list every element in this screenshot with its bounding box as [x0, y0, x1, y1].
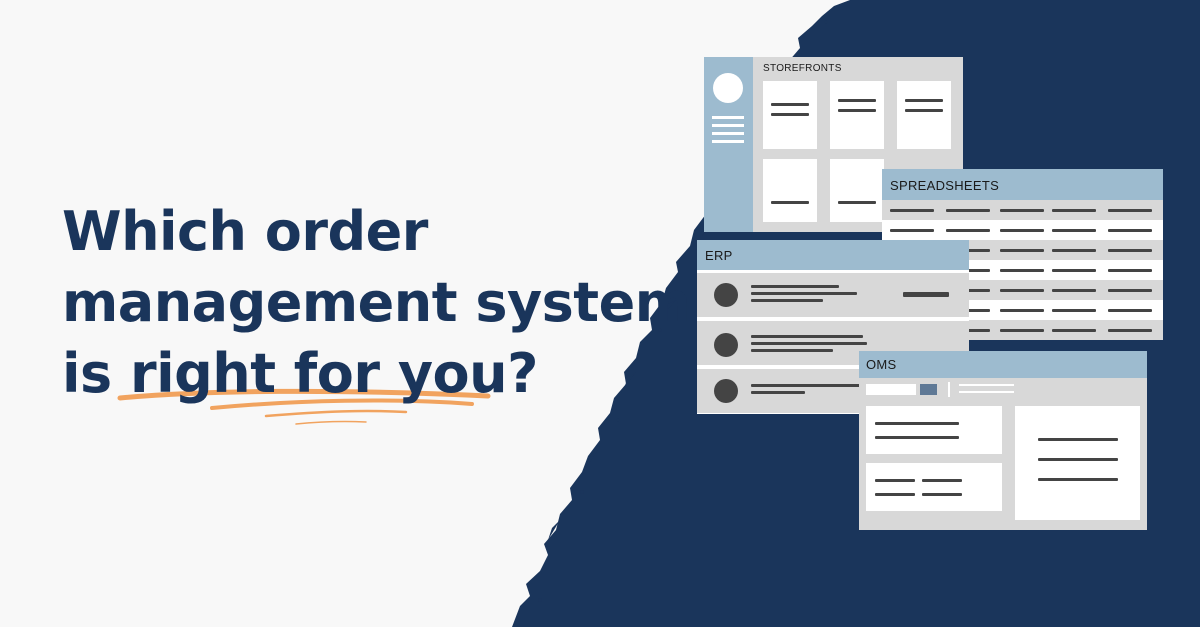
table-cell — [1108, 249, 1152, 252]
table-cell — [1108, 269, 1152, 272]
erp-header: ERP — [697, 240, 969, 270]
table-cell — [1108, 309, 1152, 312]
table-cell — [1052, 309, 1096, 312]
table-cell — [1052, 209, 1096, 212]
spreadsheets-header: SPREADSHEETS — [882, 169, 1163, 200]
table-cell — [1000, 209, 1044, 212]
table-cell — [1000, 249, 1044, 252]
avatar-icon — [714, 379, 738, 403]
search-button — [920, 384, 937, 395]
brush-underline-graphic — [117, 388, 491, 425]
product-card — [763, 81, 817, 149]
oms-window: OMS — [859, 351, 1147, 530]
table-cell — [1000, 229, 1044, 232]
avatar-icon — [713, 73, 743, 103]
product-card — [830, 159, 884, 222]
table-row — [882, 200, 1163, 220]
menu-lines-icon — [712, 116, 744, 148]
table-cell — [1052, 289, 1096, 292]
table-cell — [1000, 329, 1044, 332]
table-cell — [890, 209, 934, 212]
table-cell — [1000, 309, 1044, 312]
table-cell — [1000, 289, 1044, 292]
avatar-icon — [714, 283, 738, 307]
headline-highlight: right for you? — [117, 338, 538, 425]
table-cell — [1000, 269, 1044, 272]
oms-detail-panel — [1015, 406, 1140, 520]
headline-highlight-text: right for you? — [129, 342, 538, 405]
table-cell — [1108, 209, 1152, 212]
oms-panel — [866, 463, 1002, 511]
headline: Which order management system is right f… — [62, 196, 691, 425]
table-cell — [1052, 229, 1096, 232]
storefronts-sidebar — [704, 57, 753, 232]
avatar-icon — [714, 333, 738, 357]
table-cell — [1108, 329, 1152, 332]
oms-panel — [866, 406, 1002, 454]
table-cell — [1052, 249, 1096, 252]
table-cell — [1108, 289, 1152, 292]
oms-header: OMS — [859, 351, 1147, 378]
storefronts-title: STOREFRONTS — [763, 63, 842, 74]
table-cell — [890, 229, 934, 232]
toolbar-divider — [948, 382, 950, 397]
product-card — [897, 81, 951, 149]
list-item — [697, 273, 969, 317]
search-input — [866, 384, 916, 395]
table-row — [882, 220, 1163, 240]
spreadsheets-title: SPREADSHEETS — [890, 178, 1000, 193]
table-cell — [1108, 229, 1152, 232]
headline-line-3-prefix: is — [62, 342, 130, 405]
product-card — [763, 159, 817, 222]
oms-title: OMS — [866, 357, 897, 372]
toolbar-text — [959, 384, 1014, 395]
erp-title: ERP — [705, 248, 733, 263]
product-card — [830, 81, 884, 149]
table-cell — [1052, 269, 1096, 272]
table-cell — [946, 229, 990, 232]
table-cell — [946, 209, 990, 212]
storefronts-window: STOREFRONTS — [704, 57, 963, 232]
headline-line-2: management system — [62, 271, 691, 334]
headline-line-1: Which order — [62, 200, 428, 263]
table-cell — [1052, 329, 1096, 332]
